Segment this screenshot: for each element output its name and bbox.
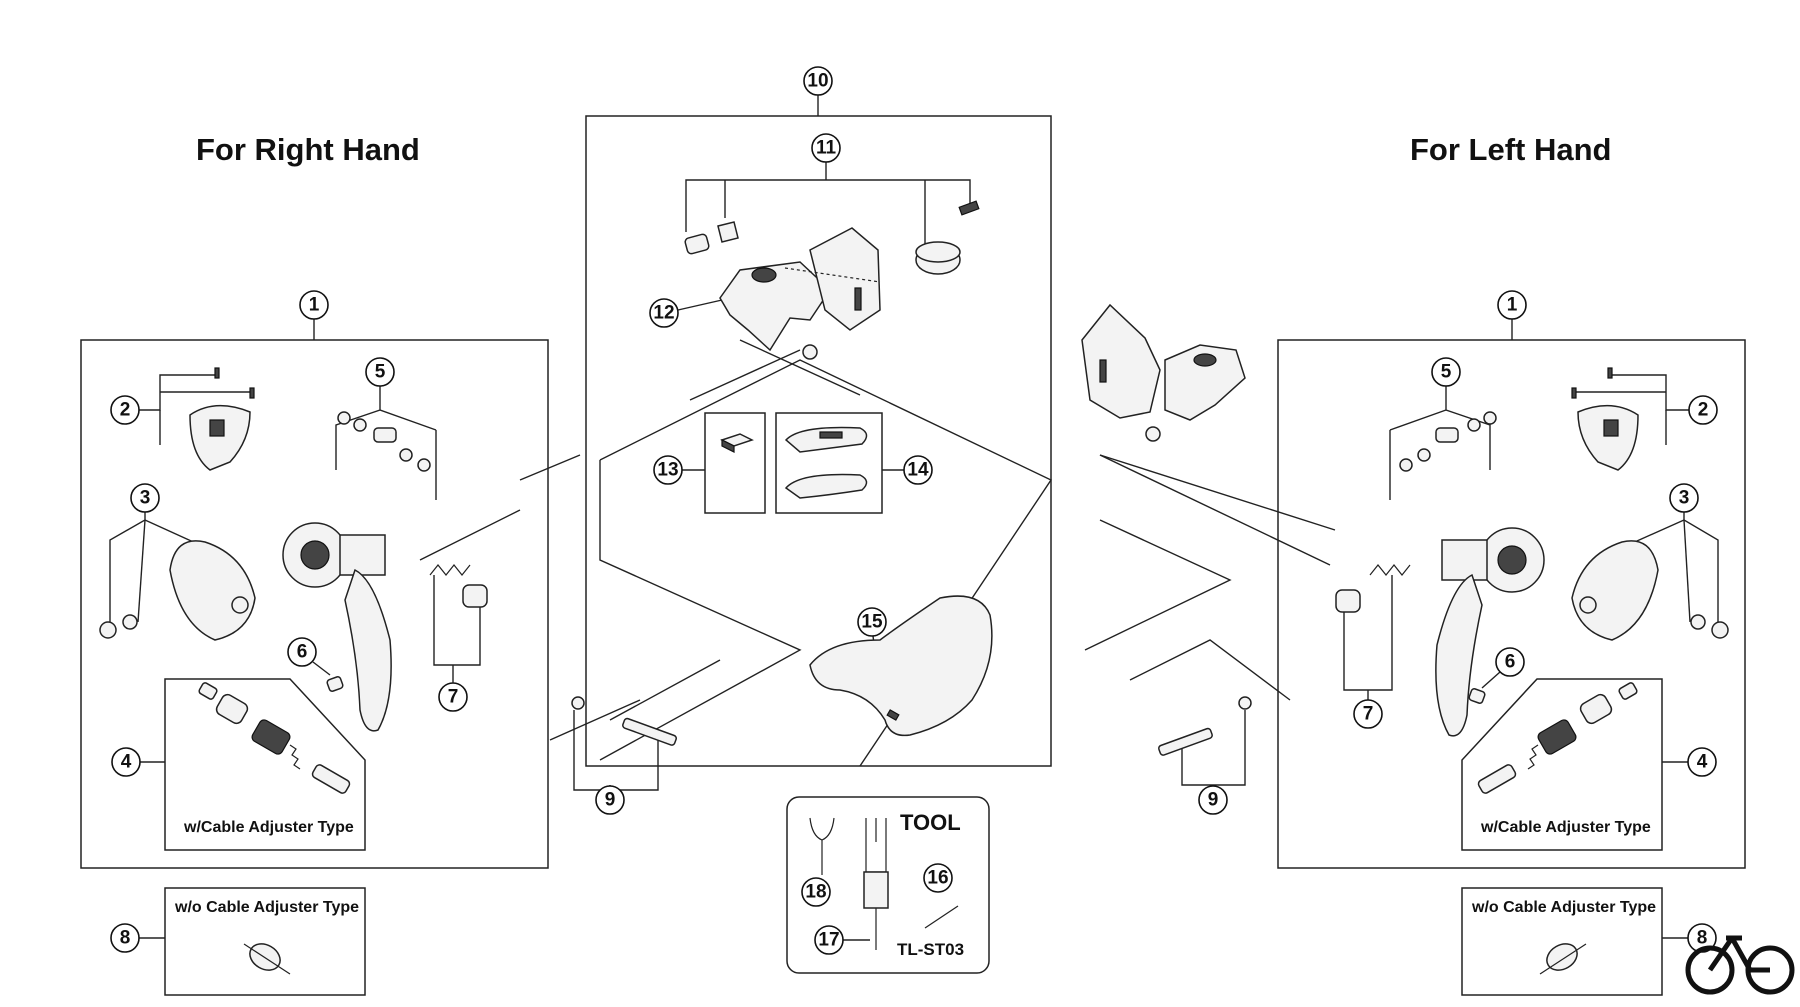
left-bracket-body bbox=[1081, 303, 1246, 442]
callout-14: 14 bbox=[882, 455, 933, 485]
callout-2-right: 2 bbox=[110, 374, 250, 445]
callout-7-left: 7 bbox=[1343, 575, 1393, 729]
bracket-guide-lines bbox=[419, 339, 1336, 767]
callout-4-left: 4 bbox=[1662, 747, 1717, 777]
svg-text:8: 8 bbox=[120, 928, 131, 949]
callout-13: 13 bbox=[653, 455, 705, 485]
svg-text:13: 13 bbox=[657, 460, 678, 481]
callout-15: 15 bbox=[857, 607, 887, 661]
callout-17: 17 bbox=[814, 925, 870, 955]
svg-text:2: 2 bbox=[120, 400, 131, 421]
callout-3-left: 3 bbox=[1627, 483, 1719, 625]
svg-text:11: 11 bbox=[816, 138, 837, 159]
svg-text:4: 4 bbox=[121, 752, 132, 773]
right-cable-cap bbox=[243, 943, 291, 975]
bracket-body bbox=[719, 227, 881, 360]
svg-text:5: 5 bbox=[1441, 362, 1452, 383]
left-adjuster-frame bbox=[1461, 678, 1663, 851]
lever-pad-14 bbox=[775, 412, 883, 514]
right-adjuster-frame bbox=[164, 678, 366, 851]
right-hand-title: For Right Hand bbox=[196, 132, 420, 167]
svg-text:9: 9 bbox=[1208, 790, 1219, 811]
callout-18: 18 bbox=[801, 877, 831, 907]
callout-11: 11 bbox=[685, 133, 971, 260]
left-no-adjuster-frame bbox=[1461, 887, 1663, 996]
callout-9-left: 9 bbox=[1181, 710, 1246, 815]
svg-text:2: 2 bbox=[1698, 400, 1709, 421]
svg-text:16: 16 bbox=[927, 868, 948, 889]
svg-text:6: 6 bbox=[297, 642, 308, 663]
bracket-bolt-set bbox=[684, 200, 980, 275]
svg-text:5: 5 bbox=[375, 362, 386, 383]
callout-4-right: 4 bbox=[111, 747, 165, 777]
callout-7-right: 7 bbox=[433, 575, 481, 712]
svg-text:3: 3 bbox=[140, 488, 151, 509]
tool-driver-17 bbox=[863, 818, 889, 950]
svg-text:12: 12 bbox=[653, 303, 674, 324]
right-with-adjuster-label: w/Cable Adjuster Type bbox=[183, 819, 354, 836]
tool-heading: TOOL bbox=[900, 810, 961, 835]
svg-text:1: 1 bbox=[309, 295, 320, 316]
callout-6-right: 6 bbox=[287, 637, 331, 676]
left-cable-adjuster bbox=[1477, 682, 1638, 794]
right-without-adjuster-label: w/o Cable Adjuster Type bbox=[174, 899, 359, 916]
callout-8-right: 8 bbox=[110, 923, 165, 953]
callout-5-right: 5 bbox=[335, 357, 437, 500]
callout-6-left: 6 bbox=[1481, 647, 1525, 689]
left-hand-title: For Left Hand bbox=[1410, 132, 1612, 167]
callout-3-right: 3 bbox=[109, 483, 201, 625]
callout-12: 12 bbox=[649, 298, 723, 328]
svg-text:3: 3 bbox=[1679, 488, 1690, 509]
callout-9-right: 9 bbox=[573, 710, 659, 815]
left-cable-cap bbox=[1539, 943, 1587, 975]
callout-8-left: 8 bbox=[1662, 923, 1717, 953]
svg-text:6: 6 bbox=[1505, 652, 1516, 673]
tool-model-label: TL-ST03 bbox=[897, 940, 964, 959]
svg-text:7: 7 bbox=[448, 687, 459, 708]
svg-text:8: 8 bbox=[1697, 928, 1708, 949]
svg-text:10: 10 bbox=[807, 71, 828, 92]
clamp-nut-13 bbox=[704, 412, 766, 514]
svg-text:7: 7 bbox=[1363, 704, 1374, 725]
callout-10: 10 bbox=[803, 66, 833, 116]
callout-16: 16 bbox=[923, 863, 953, 893]
right-no-adjuster-frame bbox=[164, 887, 366, 996]
tool-frame bbox=[786, 796, 990, 974]
svg-text:17: 17 bbox=[818, 930, 839, 951]
bicycle-icon bbox=[1685, 935, 1795, 995]
left-without-adjuster-label: w/o Cable Adjuster Type bbox=[1471, 899, 1656, 916]
left-with-adjuster-label: w/Cable Adjuster Type bbox=[1480, 819, 1651, 836]
left-lever-assembly bbox=[1158, 367, 1729, 756]
callout-1-left: 1 bbox=[1497, 290, 1527, 340]
svg-text:15: 15 bbox=[861, 612, 883, 633]
callout-5-left: 5 bbox=[1389, 357, 1491, 500]
callout-1-right: 1 bbox=[299, 290, 329, 340]
bracket-cover-15 bbox=[809, 595, 993, 737]
svg-text:9: 9 bbox=[605, 790, 616, 811]
svg-text:14: 14 bbox=[907, 460, 929, 481]
svg-text:18: 18 bbox=[805, 882, 826, 903]
right-cable-adjuster bbox=[198, 682, 351, 794]
callout-2-left: 2 bbox=[1576, 374, 1718, 445]
tool-pin-16 bbox=[924, 905, 959, 929]
svg-text:1: 1 bbox=[1507, 295, 1518, 316]
right-lever-assembly bbox=[99, 367, 677, 746]
svg-text:4: 4 bbox=[1697, 752, 1708, 773]
tool-fork-18 bbox=[809, 817, 835, 875]
